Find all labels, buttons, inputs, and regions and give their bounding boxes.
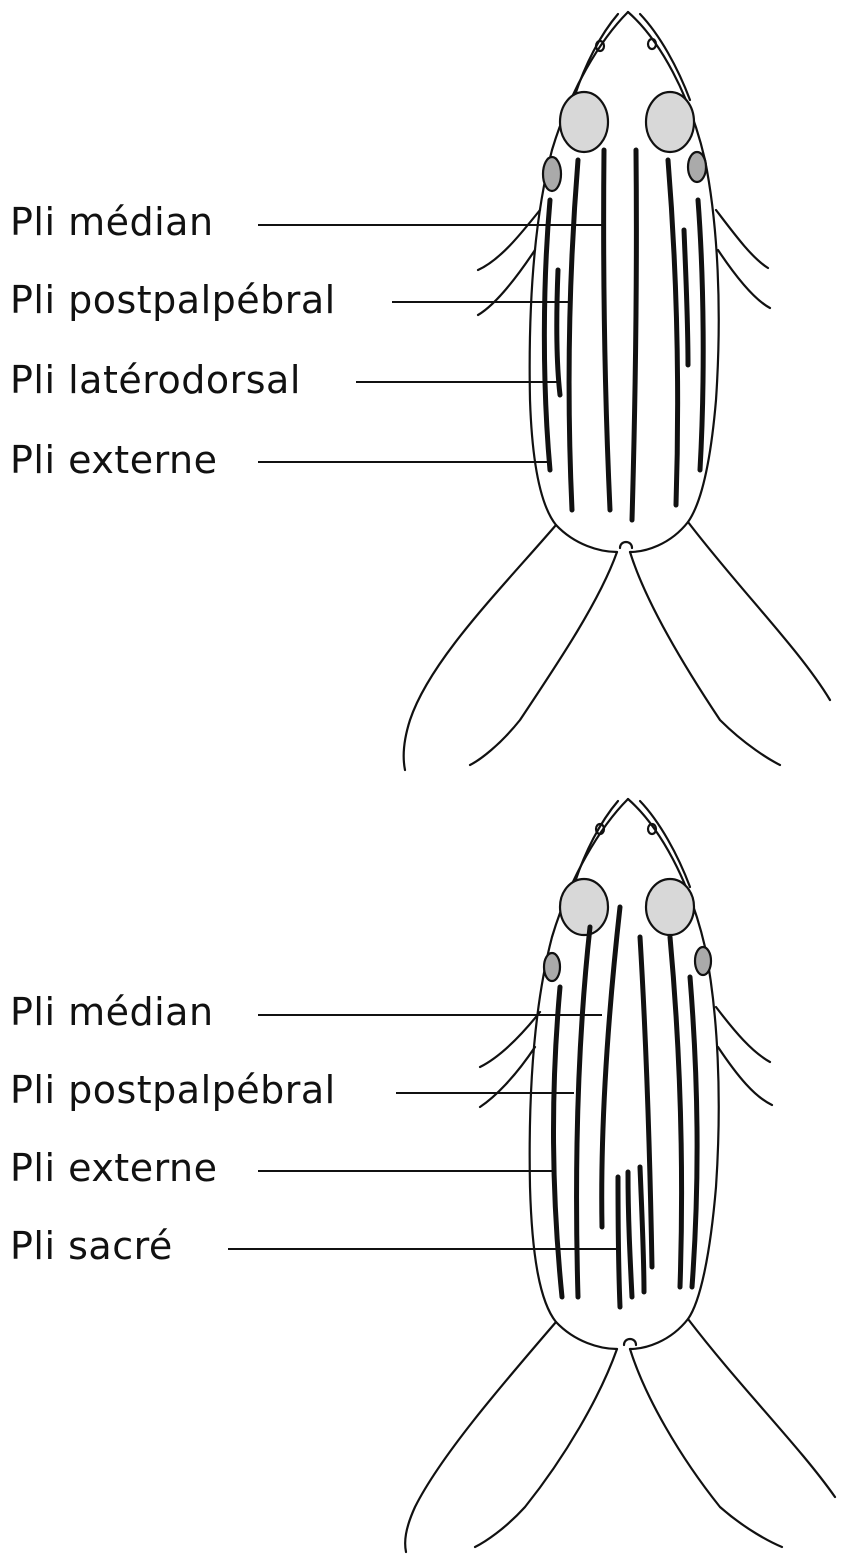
fold-median-left: [604, 150, 610, 510]
fold-externe-right: [698, 200, 703, 470]
label-pli-median: Pli médian: [10, 990, 214, 1034]
label-pli-median: Pli médian: [10, 200, 214, 244]
label-pli-sacre: Pli sacré: [10, 1224, 173, 1268]
label-pli-externe: Pli externe: [10, 438, 218, 482]
fold-externe-left: [544, 200, 550, 470]
fold-median-right: [632, 150, 636, 520]
eye-right: [646, 92, 694, 152]
fold-sacre-mid: [628, 1172, 632, 1297]
figure-bottom: Pli médian Pli postpalpébral Pli externe…: [0, 777, 846, 1554]
fold-postpalpebral-right: [668, 160, 678, 505]
label-pli-externe: Pli externe: [10, 1146, 218, 1190]
fold-sacre-right: [640, 1167, 644, 1292]
fold-laterodorsal-left: [557, 270, 560, 395]
label-pli-postpalpebral: Pli postpalpébral: [10, 1068, 336, 1112]
label-pli-postpalpebral: Pli postpalpébral: [10, 278, 336, 322]
fold-postpalpebral-left: [569, 160, 578, 510]
fold-laterodorsal-right: [684, 230, 688, 365]
figure-top: Pli médian Pli postpalpébral Pli latérod…: [0, 0, 846, 777]
label-pli-laterodorsal: Pli latérodorsal: [10, 358, 301, 402]
fold-sacre-left: [618, 1177, 620, 1307]
eye-left: [560, 92, 608, 152]
